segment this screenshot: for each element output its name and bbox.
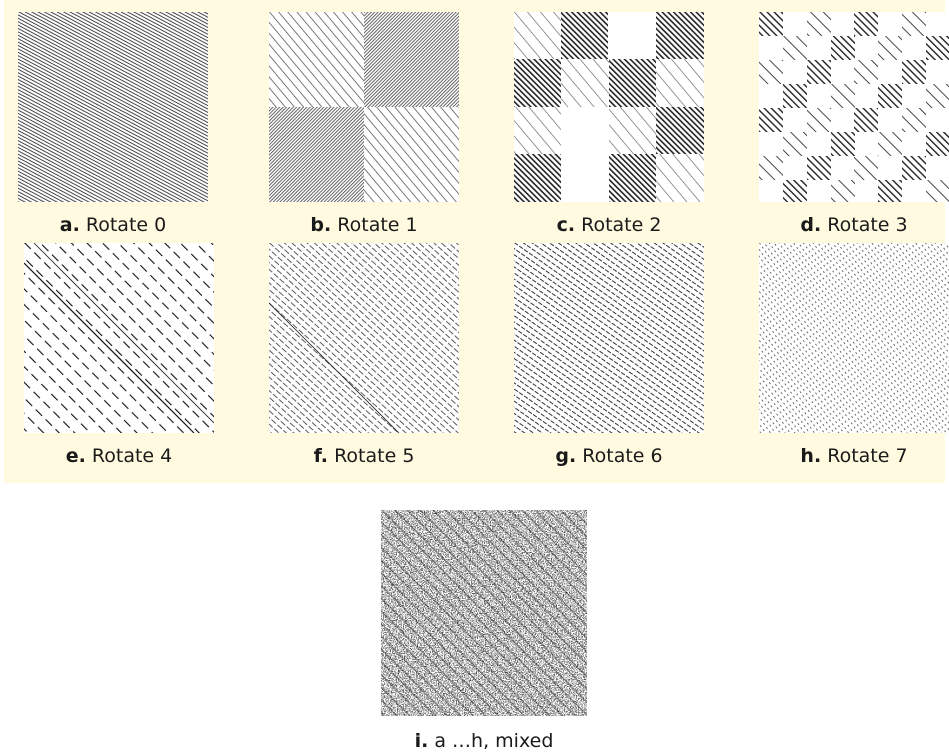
- pattern-image-rotate-0: [18, 12, 208, 202]
- caption-b: b. Rotate 1: [239, 214, 489, 236]
- caption-c: c. Rotate 2: [484, 214, 734, 236]
- pattern-image-rotate-3: [759, 12, 949, 202]
- caption-d: d. Rotate 3: [729, 214, 949, 236]
- caption-e: e. Rotate 4: [0, 445, 244, 467]
- pattern-image-rotate-2: [514, 12, 704, 202]
- pattern-image-rotate-1: [269, 12, 459, 202]
- pattern-image-rotate-6: [514, 243, 704, 433]
- caption-i: i. a …h, mixed: [361, 730, 607, 752]
- pattern-image-mixed: [381, 510, 587, 716]
- caption-a: a. Rotate 0: [0, 214, 238, 236]
- panel-grid-background: a. Rotate 0 b. Rotate 1: [4, 0, 945, 483]
- pattern-image-rotate-7: [759, 243, 949, 433]
- pattern-image-rotate-5: [269, 243, 459, 433]
- pattern-image-rotate-4: [24, 243, 214, 433]
- caption-h: h. Rotate 7: [729, 445, 949, 467]
- caption-f: f. Rotate 5: [239, 445, 489, 467]
- caption-g: g. Rotate 6: [484, 445, 734, 467]
